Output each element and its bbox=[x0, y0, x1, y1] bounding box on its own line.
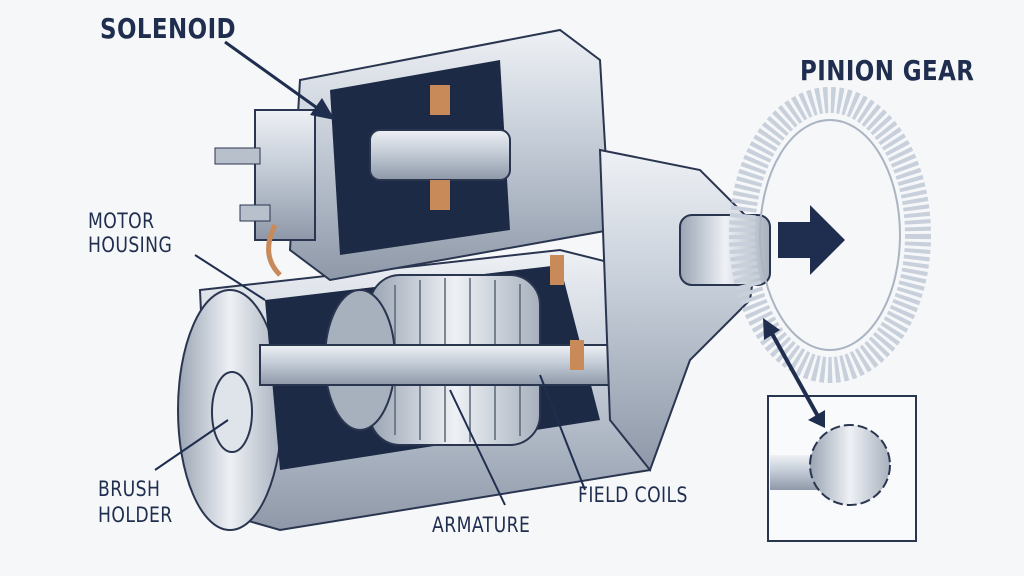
brush-holder-hub bbox=[211, 371, 253, 453]
label-brush-holder-line1: BRUSH bbox=[98, 477, 161, 501]
drive-end bbox=[598, 148, 771, 473]
label-brush-holder-line2: HOLDER bbox=[98, 503, 173, 527]
label-motor-housing-line2: HOUSING bbox=[88, 233, 173, 257]
label-pinion-gear: PINION GEAR bbox=[800, 54, 975, 87]
terminal-bolt bbox=[214, 147, 261, 165]
label-motor-housing-line1: MOTOR bbox=[88, 209, 155, 233]
brush bbox=[550, 255, 564, 285]
ring-gear bbox=[729, 87, 931, 383]
arrows bbox=[154, 40, 845, 506]
solenoid bbox=[214, 28, 612, 282]
pinion bbox=[679, 214, 771, 286]
label-armature: ARMATURE bbox=[432, 513, 531, 537]
pinion-inset bbox=[767, 395, 917, 542]
label-solenoid: SOLENOID bbox=[100, 12, 236, 45]
label-field-coils: FIELD COILS bbox=[578, 483, 688, 507]
arrow-right-icon bbox=[778, 205, 845, 275]
